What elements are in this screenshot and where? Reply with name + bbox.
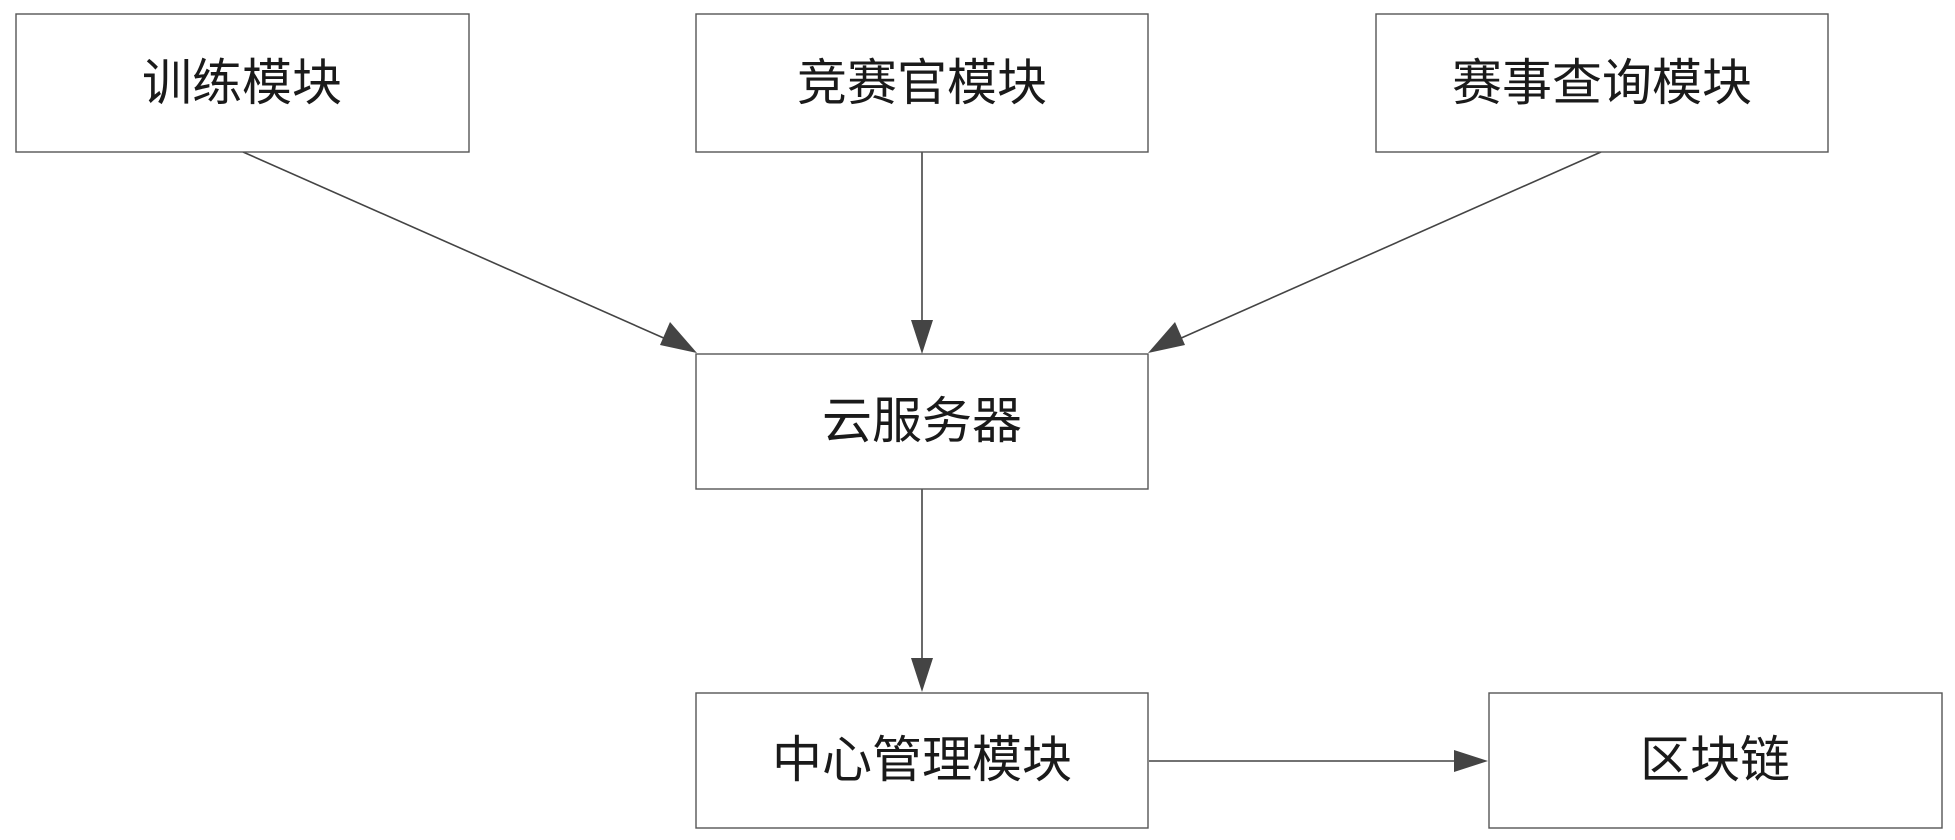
node-label: 训练模块 bbox=[142, 54, 342, 112]
node-query-module: 赛事查询模块 bbox=[1375, 13, 1829, 153]
node-center-management-module: 中心管理模块 bbox=[695, 692, 1149, 829]
node-label: 区块链 bbox=[1640, 731, 1790, 789]
edge-center-to-blockchain bbox=[1149, 750, 1488, 772]
edge-training-to-cloud bbox=[242, 151, 697, 353]
node-training-module: 训练模块 bbox=[15, 13, 470, 153]
arrowhead-icon bbox=[1148, 322, 1185, 353]
arrowhead-icon bbox=[911, 320, 933, 354]
node-label: 赛事查询模块 bbox=[1452, 54, 1752, 112]
node-label: 中心管理模块 bbox=[772, 731, 1072, 789]
edge-cloud-to-center bbox=[911, 489, 933, 692]
arrowhead-icon bbox=[660, 322, 697, 353]
edge-query-to-cloud bbox=[1148, 151, 1602, 353]
arrowhead-icon bbox=[911, 658, 933, 692]
node-referee-module: 竞赛官模块 bbox=[695, 13, 1149, 153]
node-cloud-server: 云服务器 bbox=[695, 353, 1149, 490]
node-label: 竞赛官模块 bbox=[797, 54, 1047, 112]
node-label: 云服务器 bbox=[822, 392, 1022, 450]
arrowhead-icon bbox=[1454, 750, 1488, 772]
edge-referee-to-cloud bbox=[911, 152, 933, 354]
node-blockchain: 区块链 bbox=[1488, 692, 1943, 829]
